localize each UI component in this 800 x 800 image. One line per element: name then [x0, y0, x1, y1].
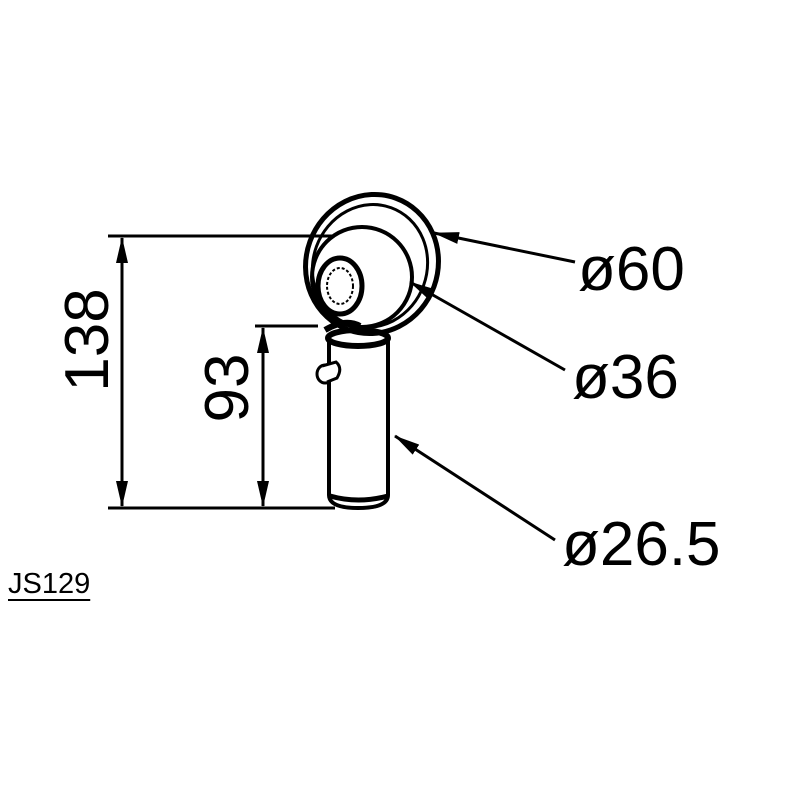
handle-ring [303, 191, 441, 337]
dimension-label-ring-outer: ø60 [578, 235, 685, 304]
dimension-label-ring-inner: ø36 [572, 343, 679, 412]
dimension-label-138: 138 [53, 288, 122, 391]
dimension-label-tube: ø26.5 [562, 510, 721, 579]
dimension-93 [255, 324, 318, 507]
leader-lines [394, 231, 576, 542]
part-code: JS129 [8, 568, 91, 600]
dimension-label-93: 93 [193, 354, 262, 423]
tube-body [315, 327, 391, 511]
dimension-138 [108, 234, 335, 510]
